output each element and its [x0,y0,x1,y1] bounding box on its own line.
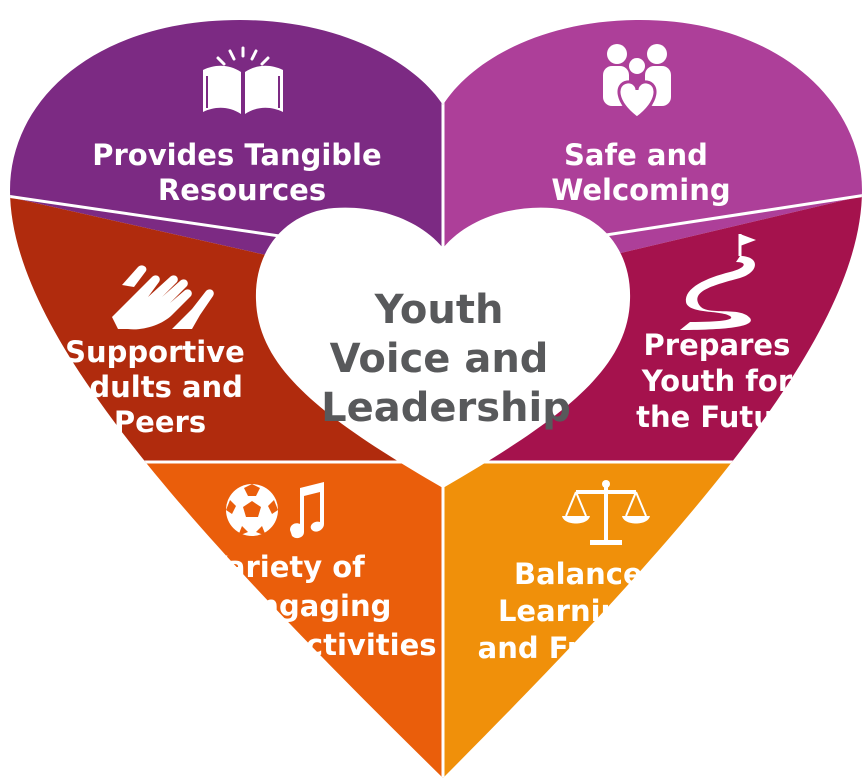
label-supportive-adults-and-peers: Supportive Adults and Peers [65,335,255,439]
center-heart [255,207,631,488]
label-safe-and-welcoming: Safe and Welcoming [551,138,730,207]
center-title: Youth Voice and Leadership [321,287,571,431]
open-book-icon [203,46,283,114]
label-variety-of-engaging-activities: Variety of Engaging Activities [205,550,436,662]
family-heart-icon [603,44,671,120]
clasped-hands-icon [112,265,214,330]
balance-scale-icon [562,480,650,545]
label-provides-tangible-resources: Provides Tangible Resources [92,138,392,207]
label-balances-learning-and-fun: Balances Learning and Fun [478,557,670,665]
soccer-ball-music-note-icon [226,482,324,539]
label-prepares-youth-for-the-future: Prepares Youth for the Future [636,328,808,434]
winding-road-flag-icon [680,234,756,330]
